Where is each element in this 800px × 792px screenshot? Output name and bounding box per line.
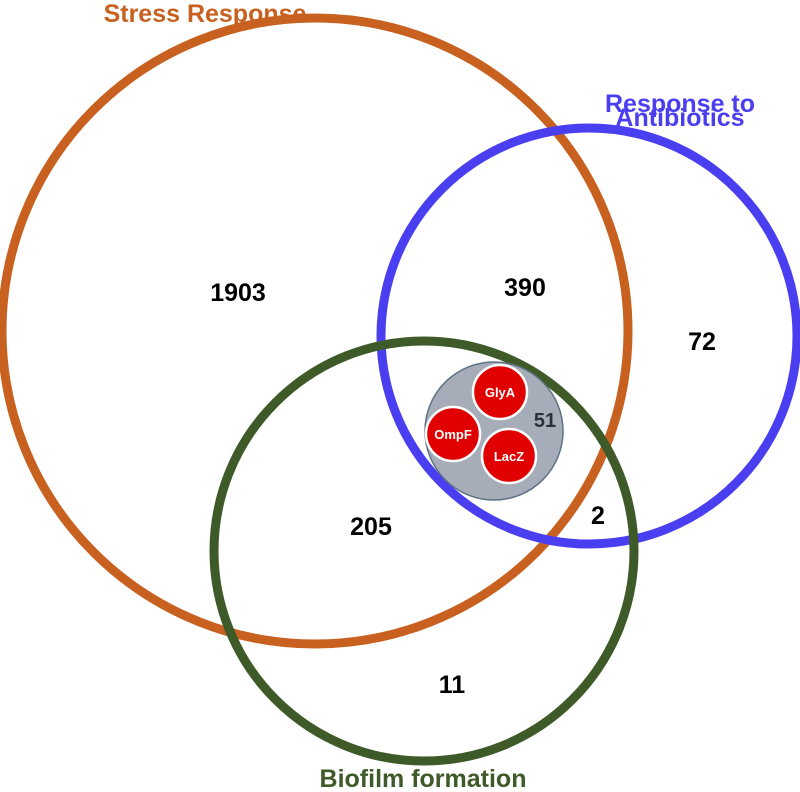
count-biofilm-only: 11	[439, 671, 466, 699]
count-all-three: 51	[534, 410, 556, 432]
count-stress-biofilm: 205	[350, 513, 392, 541]
gene-glya-label: GlyA	[485, 385, 516, 400]
count-stress-only: 1903	[210, 279, 266, 307]
biofilm-circle	[209, 336, 639, 766]
label-antibiotics-line1: Response to	[605, 90, 755, 118]
stress-response-circle	[0, 13, 633, 649]
gene-lacz-circle	[480, 427, 538, 485]
gene-glya-circle	[471, 363, 529, 421]
label-antibiotics-line2: Antibiotics	[615, 104, 744, 132]
count-antibiotics-biofilm: 2	[591, 502, 605, 530]
gene-lacz: LacZ	[480, 427, 538, 485]
count-antibiotics-only: 72	[688, 328, 716, 356]
label-stress-response: Stress Response	[104, 0, 307, 28]
label-biofilm-formation: Biofilm formation	[320, 765, 527, 792]
gene-glya: GlyA	[471, 363, 529, 421]
gene-ompf-circle	[424, 405, 482, 463]
gene-ompf: OmpF	[424, 405, 482, 463]
count-stress-antibiotics: 390	[504, 274, 546, 302]
gene-lacz-label: LacZ	[494, 449, 524, 464]
antibiotics-circle	[376, 123, 800, 549]
gene-ompf-label: OmpF	[434, 427, 472, 442]
